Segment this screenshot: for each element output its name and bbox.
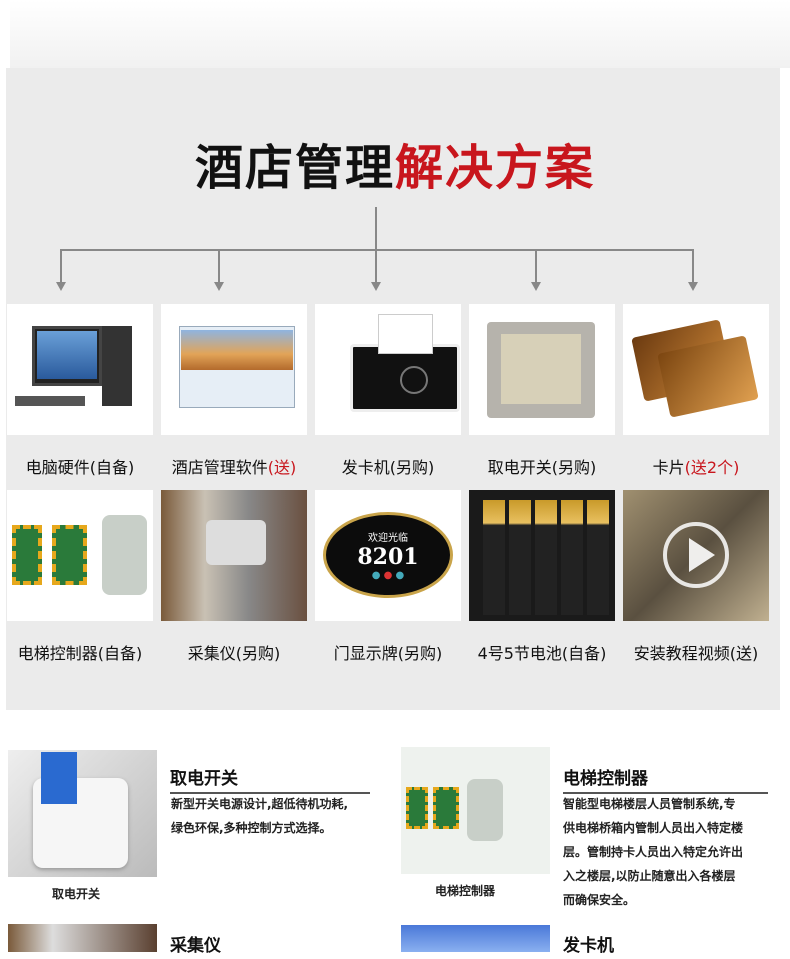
- item-label: 门显示牌(另购): [333, 644, 443, 663]
- elevator-controller-image: [7, 490, 153, 621]
- elevator-controller-photo: [401, 747, 550, 874]
- section-caption: 取电开关: [52, 887, 101, 901]
- item-label: 发卡机(另购): [341, 458, 435, 477]
- arrow-down-icon: [688, 282, 698, 291]
- title-black: 酒店管理: [194, 140, 395, 196]
- doorplate-room: 8201: [357, 544, 419, 570]
- arrow-down-icon: [56, 282, 66, 291]
- section-title: 发卡机: [563, 936, 614, 956]
- tree-line: [60, 249, 62, 282]
- title-red: 解决方案: [395, 140, 596, 196]
- arrow-down-icon: [214, 282, 224, 291]
- computer-image: [7, 304, 153, 435]
- section-desc: 新型开关电源设计,超低待机功耗,绿色环保,多种控制方式选择。: [171, 797, 349, 835]
- power-switch-image: [469, 304, 615, 435]
- doorplate-greeting: 欢迎光临: [368, 533, 408, 544]
- page-title: 酒店管理解决方案: [0, 128, 790, 198]
- card-image: [623, 304, 769, 435]
- collector-image: [161, 490, 307, 621]
- section-title: 取电开关: [170, 764, 370, 794]
- section-title: 采集仪: [170, 936, 221, 956]
- tree-line: [535, 249, 537, 282]
- card-issuer-image: [315, 304, 461, 435]
- item-label: 酒店管理软件(送): [171, 458, 297, 477]
- battery-image: [469, 490, 615, 621]
- doorplate-image: 欢迎光临 8201 ● ● ●: [315, 490, 461, 621]
- power-switch-photo: [8, 750, 157, 877]
- section-caption: 电梯控制器: [435, 884, 496, 898]
- play-icon[interactable]: [663, 522, 729, 588]
- item-label: 电脑硬件(自备): [25, 458, 135, 477]
- collector-photo: [8, 924, 157, 952]
- arrow-down-icon: [531, 282, 541, 291]
- item-label: 采集仪(另购): [187, 644, 281, 663]
- item-label: 卡片(送2个): [652, 458, 740, 477]
- card-issuer-photo: [401, 925, 550, 952]
- item-label: 电梯控制器(自备): [17, 644, 143, 663]
- tree-line: [692, 249, 694, 282]
- video-image[interactable]: [623, 490, 769, 621]
- item-label: 取电开关(另购): [487, 458, 597, 477]
- arrow-down-icon: [371, 282, 381, 291]
- software-image: [161, 304, 307, 435]
- section-desc: 智能型电梯楼层人员管制系统,专供电梯桥箱内管制人员出入特定楼层。管制持卡人员出入…: [563, 797, 744, 907]
- item-label: 4号5节电池(自备): [477, 644, 607, 663]
- tree-branch: [60, 249, 694, 251]
- top-band: [10, 0, 790, 68]
- tree-trunk: [375, 207, 377, 283]
- section-title: 电梯控制器: [563, 764, 768, 794]
- item-label: 安装教程视频(送): [633, 644, 759, 663]
- tree-line: [218, 249, 220, 282]
